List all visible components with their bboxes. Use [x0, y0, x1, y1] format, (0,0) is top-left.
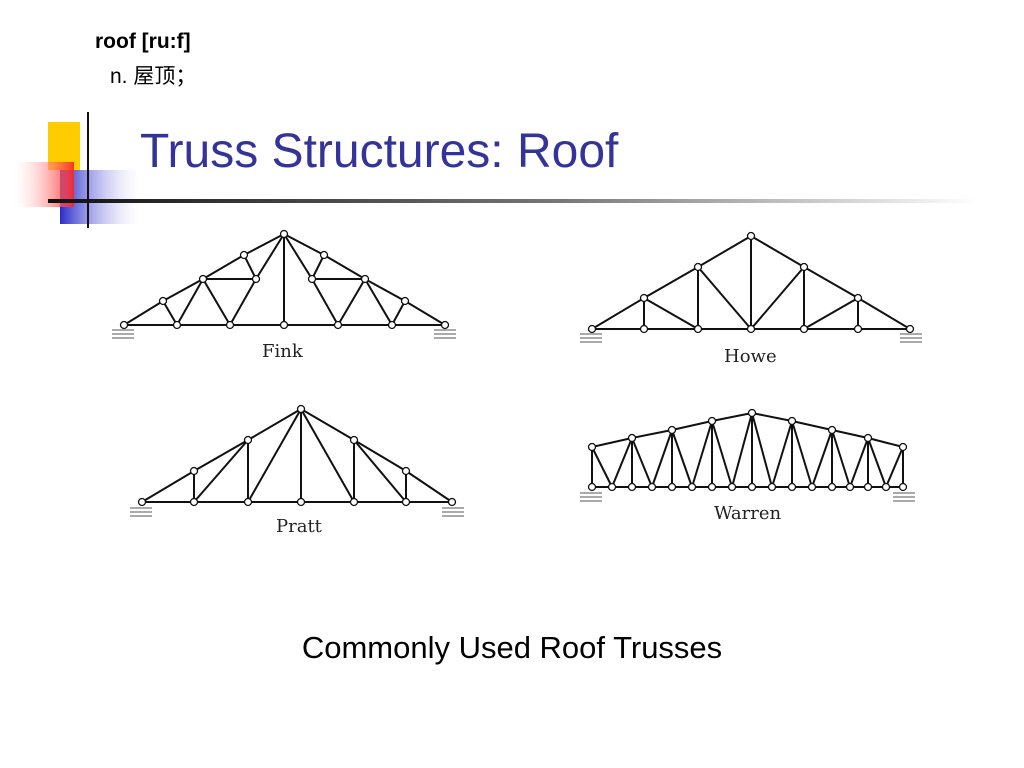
howe-truss: Howe — [578, 228, 928, 367]
vocab-definition: n. 屋顶； — [110, 65, 197, 88]
fink-truss: Fink — [110, 228, 460, 362]
decorative-squares — [14, 112, 140, 228]
fink-label: Fink — [262, 341, 303, 362]
howe-label: Howe — [724, 346, 777, 367]
vocab-word: roof [ru:f] — [95, 30, 191, 53]
warren-truss: Warren — [578, 400, 923, 525]
title-underline — [48, 199, 978, 203]
pratt-truss: Pratt — [128, 400, 473, 537]
figure-caption: Commonly Used Roof Trusses — [301, 630, 723, 665]
warren-label: Warren — [714, 503, 782, 524]
page-title: Truss Structures: Roof — [140, 125, 619, 178]
pratt-label: Pratt — [276, 516, 322, 537]
